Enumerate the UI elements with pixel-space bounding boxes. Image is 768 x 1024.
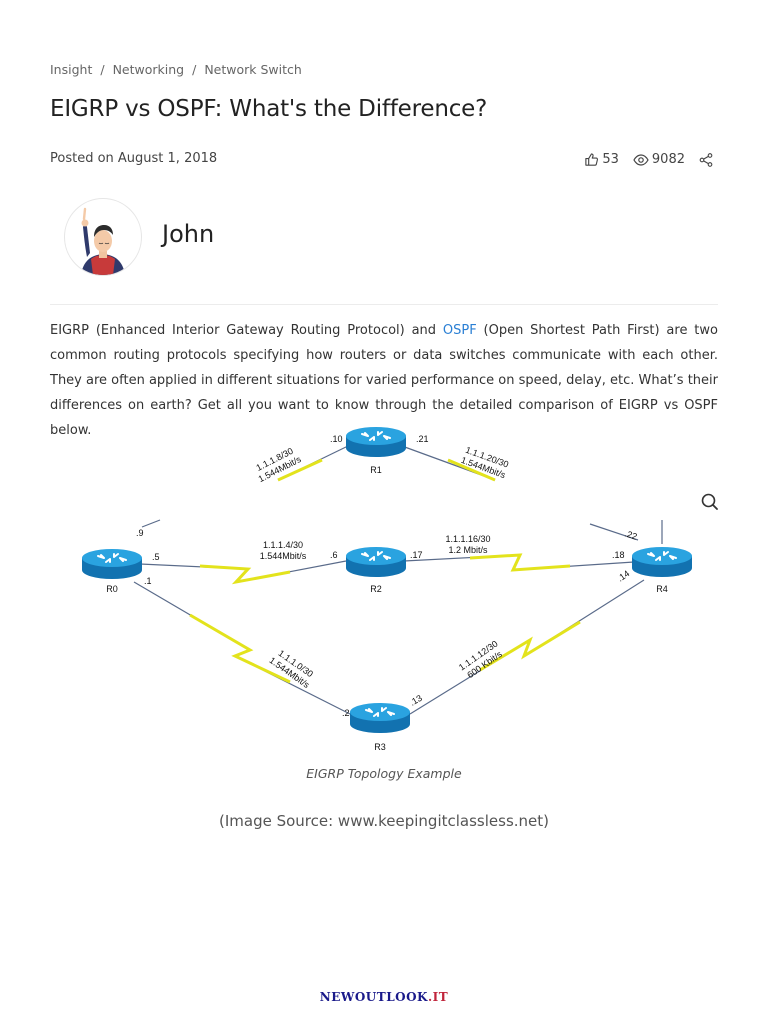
watermark-text: NEWOUTLOOK	[319, 990, 428, 1004]
interface-label: .10	[330, 434, 343, 444]
author-avatar[interactable]	[64, 198, 142, 276]
intro-text-2: (Open Shortest Path First) are two commo…	[50, 323, 718, 438]
router-label-r0: R0	[106, 584, 118, 594]
link-net-label: 1.1.1.16/30	[445, 534, 490, 544]
interface-label: .5	[152, 552, 160, 562]
share-button[interactable]	[699, 152, 716, 167]
share-icon	[699, 152, 713, 167]
figure-caption: EIGRP Topology Example	[306, 766, 462, 781]
eye-icon	[633, 153, 649, 166]
router-label-r1: R1	[370, 465, 382, 475]
router-label-r4: R4	[656, 584, 668, 594]
interface-label: .2	[342, 708, 350, 718]
breadcrumb: Insight / Networking / Network Switch	[50, 62, 302, 77]
interface-label: .9	[136, 528, 144, 538]
views: 9082	[633, 152, 685, 167]
link-speed-label: 1.2 Mbit/s	[448, 545, 488, 555]
router-r4[interactable]	[631, 546, 693, 578]
view-count: 9082	[651, 152, 685, 167]
interface-label: .17	[410, 550, 423, 560]
like-button[interactable]: 53	[584, 152, 619, 167]
interface-label: .14	[615, 568, 631, 583]
watermark-suffix: .IT	[427, 990, 449, 1004]
eigrp-topology-diagram[interactable]: R1 R0 R2 R4 R3 .10 .21 .9 .5 .6 .17 .18 …	[50, 420, 718, 760]
breadcrumb-insight[interactable]: Insight	[50, 62, 93, 77]
interface-label: .22	[623, 528, 638, 541]
thumbs-up-icon	[585, 153, 599, 166]
divider	[50, 304, 718, 305]
link-speed-label: 1.544Mbit/s	[260, 551, 307, 561]
interface-label: .18	[612, 550, 625, 560]
author-avatar-illustration	[81, 207, 125, 275]
interface-label: .21	[416, 434, 429, 444]
image-source: (Image Source: www.keepingitclassless.ne…	[218, 812, 549, 830]
article-stats: 53 9082	[570, 152, 716, 167]
interface-label: .1	[144, 576, 152, 586]
breadcrumb-separator: /	[100, 62, 105, 77]
router-r3[interactable]	[349, 702, 411, 734]
breadcrumb-separator: /	[192, 62, 197, 77]
interface-label: .6	[330, 550, 338, 560]
intro-text-1: EIGRP (Enhanced Interior Gateway Routing…	[50, 323, 443, 338]
ospf-link[interactable]: OSPF	[442, 323, 477, 338]
page-title: EIGRP vs OSPF: What's the Difference?	[50, 96, 488, 122]
router-r2[interactable]	[345, 546, 407, 578]
router-label-r2: R2	[370, 584, 382, 594]
router-r1[interactable]	[345, 426, 407, 458]
zoom-icon[interactable]	[700, 492, 720, 512]
posted-date: Posted on August 1, 2018	[50, 151, 218, 166]
link-net-label: 1.1.1.4/30	[263, 540, 303, 550]
intro-paragraph: EIGRP (Enhanced Interior Gateway Routing…	[50, 318, 718, 443]
breadcrumb-networking[interactable]: Networking	[112, 62, 185, 77]
like-count: 53	[602, 152, 619, 167]
router-label-r3: R3	[374, 742, 386, 752]
watermark-logo: NEWOUTLOOK.IT	[0, 990, 768, 1004]
interface-label: .13	[408, 693, 424, 708]
author-name[interactable]: John	[162, 220, 215, 248]
router-r0[interactable]	[81, 548, 143, 580]
breadcrumb-network-switch[interactable]: Network Switch	[204, 62, 302, 77]
